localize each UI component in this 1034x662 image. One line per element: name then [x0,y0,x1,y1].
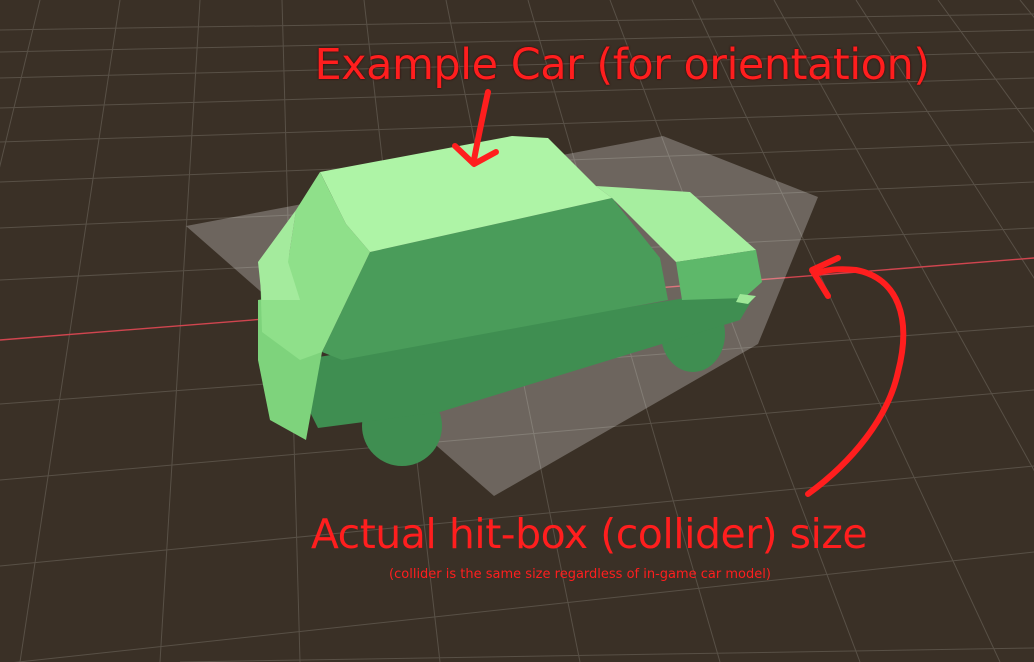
hitbox-label: Actual hit-box (collider) size [310,510,868,558]
collider-note: (collider is the same size regardless of… [389,567,771,582]
arrow-down-icon [452,89,499,167]
example-car [258,136,762,466]
car-title-label: Example Car (for orientation) [314,40,930,90]
curved-arrow-icon [805,255,907,497]
